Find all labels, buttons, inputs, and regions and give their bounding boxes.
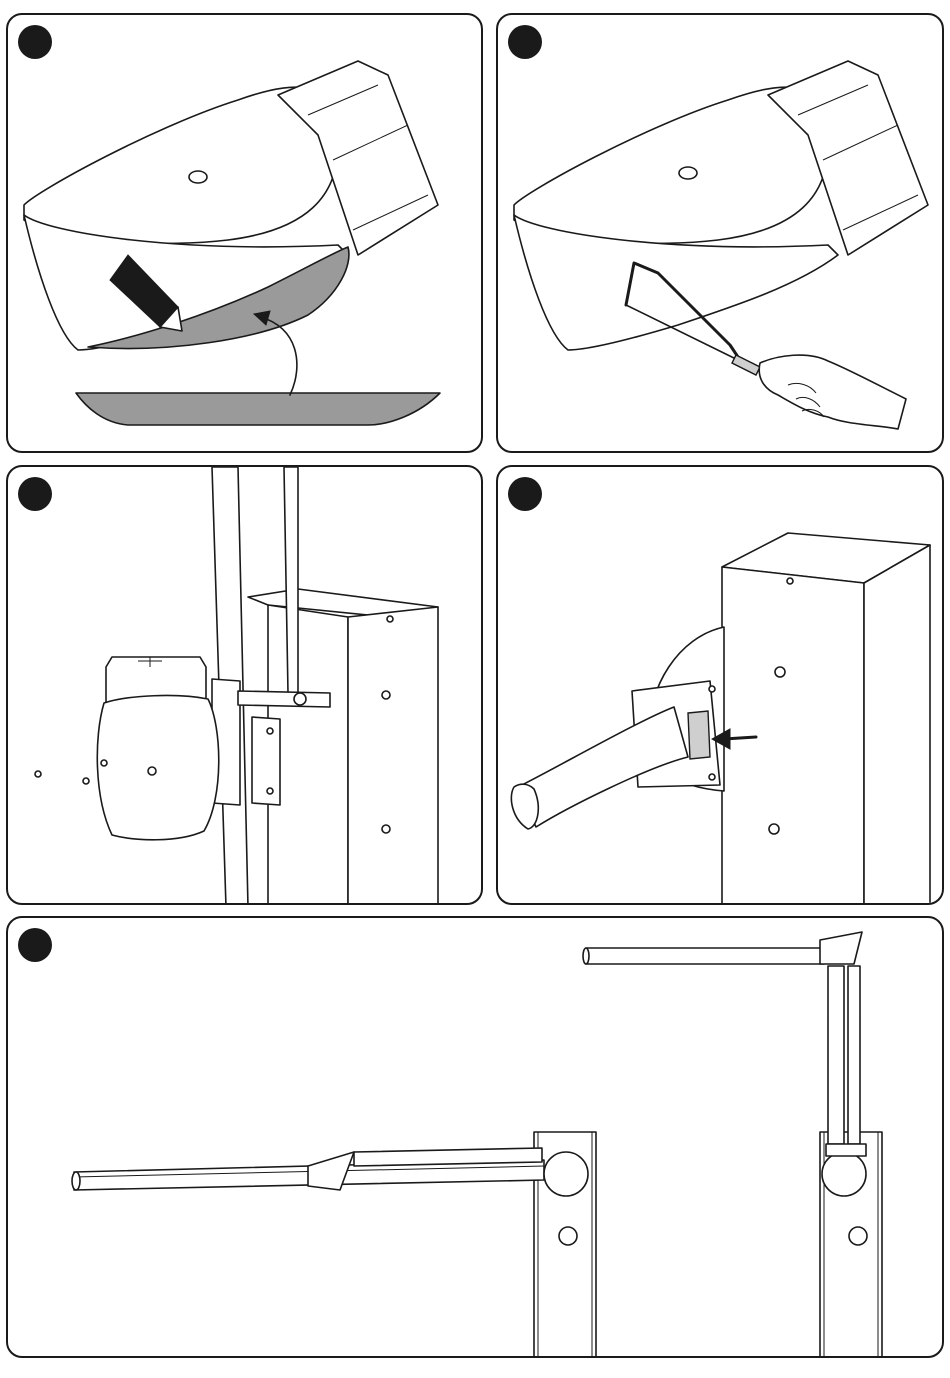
boom-end-cap — [511, 784, 538, 829]
barrier-horizontal — [72, 1132, 596, 1358]
boom-joint-plate — [820, 932, 862, 964]
boom-vertical — [828, 966, 844, 1144]
boom-positions-illustration — [8, 918, 944, 1358]
step-panel-2 — [496, 13, 944, 453]
motor-disc — [544, 1152, 588, 1196]
motor-disc — [822, 1152, 866, 1196]
motor-cover — [97, 696, 218, 840]
barrier-cabinet-side — [348, 607, 438, 905]
boom-insertion-illustration — [498, 467, 944, 905]
template-sheet — [76, 393, 440, 425]
cover-body — [514, 87, 828, 243]
step-panel-5 — [6, 916, 944, 1358]
cover-body — [24, 87, 338, 243]
cover-mounting-illustration — [8, 467, 483, 905]
barrier-cabinet-side — [864, 545, 930, 905]
cover-template-illustration — [8, 15, 483, 453]
step-panel-4 — [496, 465, 944, 905]
boom-top-arm — [586, 948, 824, 964]
cover-hole — [679, 167, 697, 179]
barrier-cabinet-front — [722, 567, 864, 905]
cover-cutting-illustration — [498, 15, 944, 453]
hand-icon — [759, 355, 906, 429]
step-panel-1 — [6, 13, 483, 453]
step-panel-3 — [6, 465, 483, 905]
lower-cover-hole — [849, 1227, 867, 1245]
barrier-vertical — [583, 932, 882, 1358]
cover-hole — [189, 171, 207, 183]
lower-cover-hole — [559, 1227, 577, 1245]
